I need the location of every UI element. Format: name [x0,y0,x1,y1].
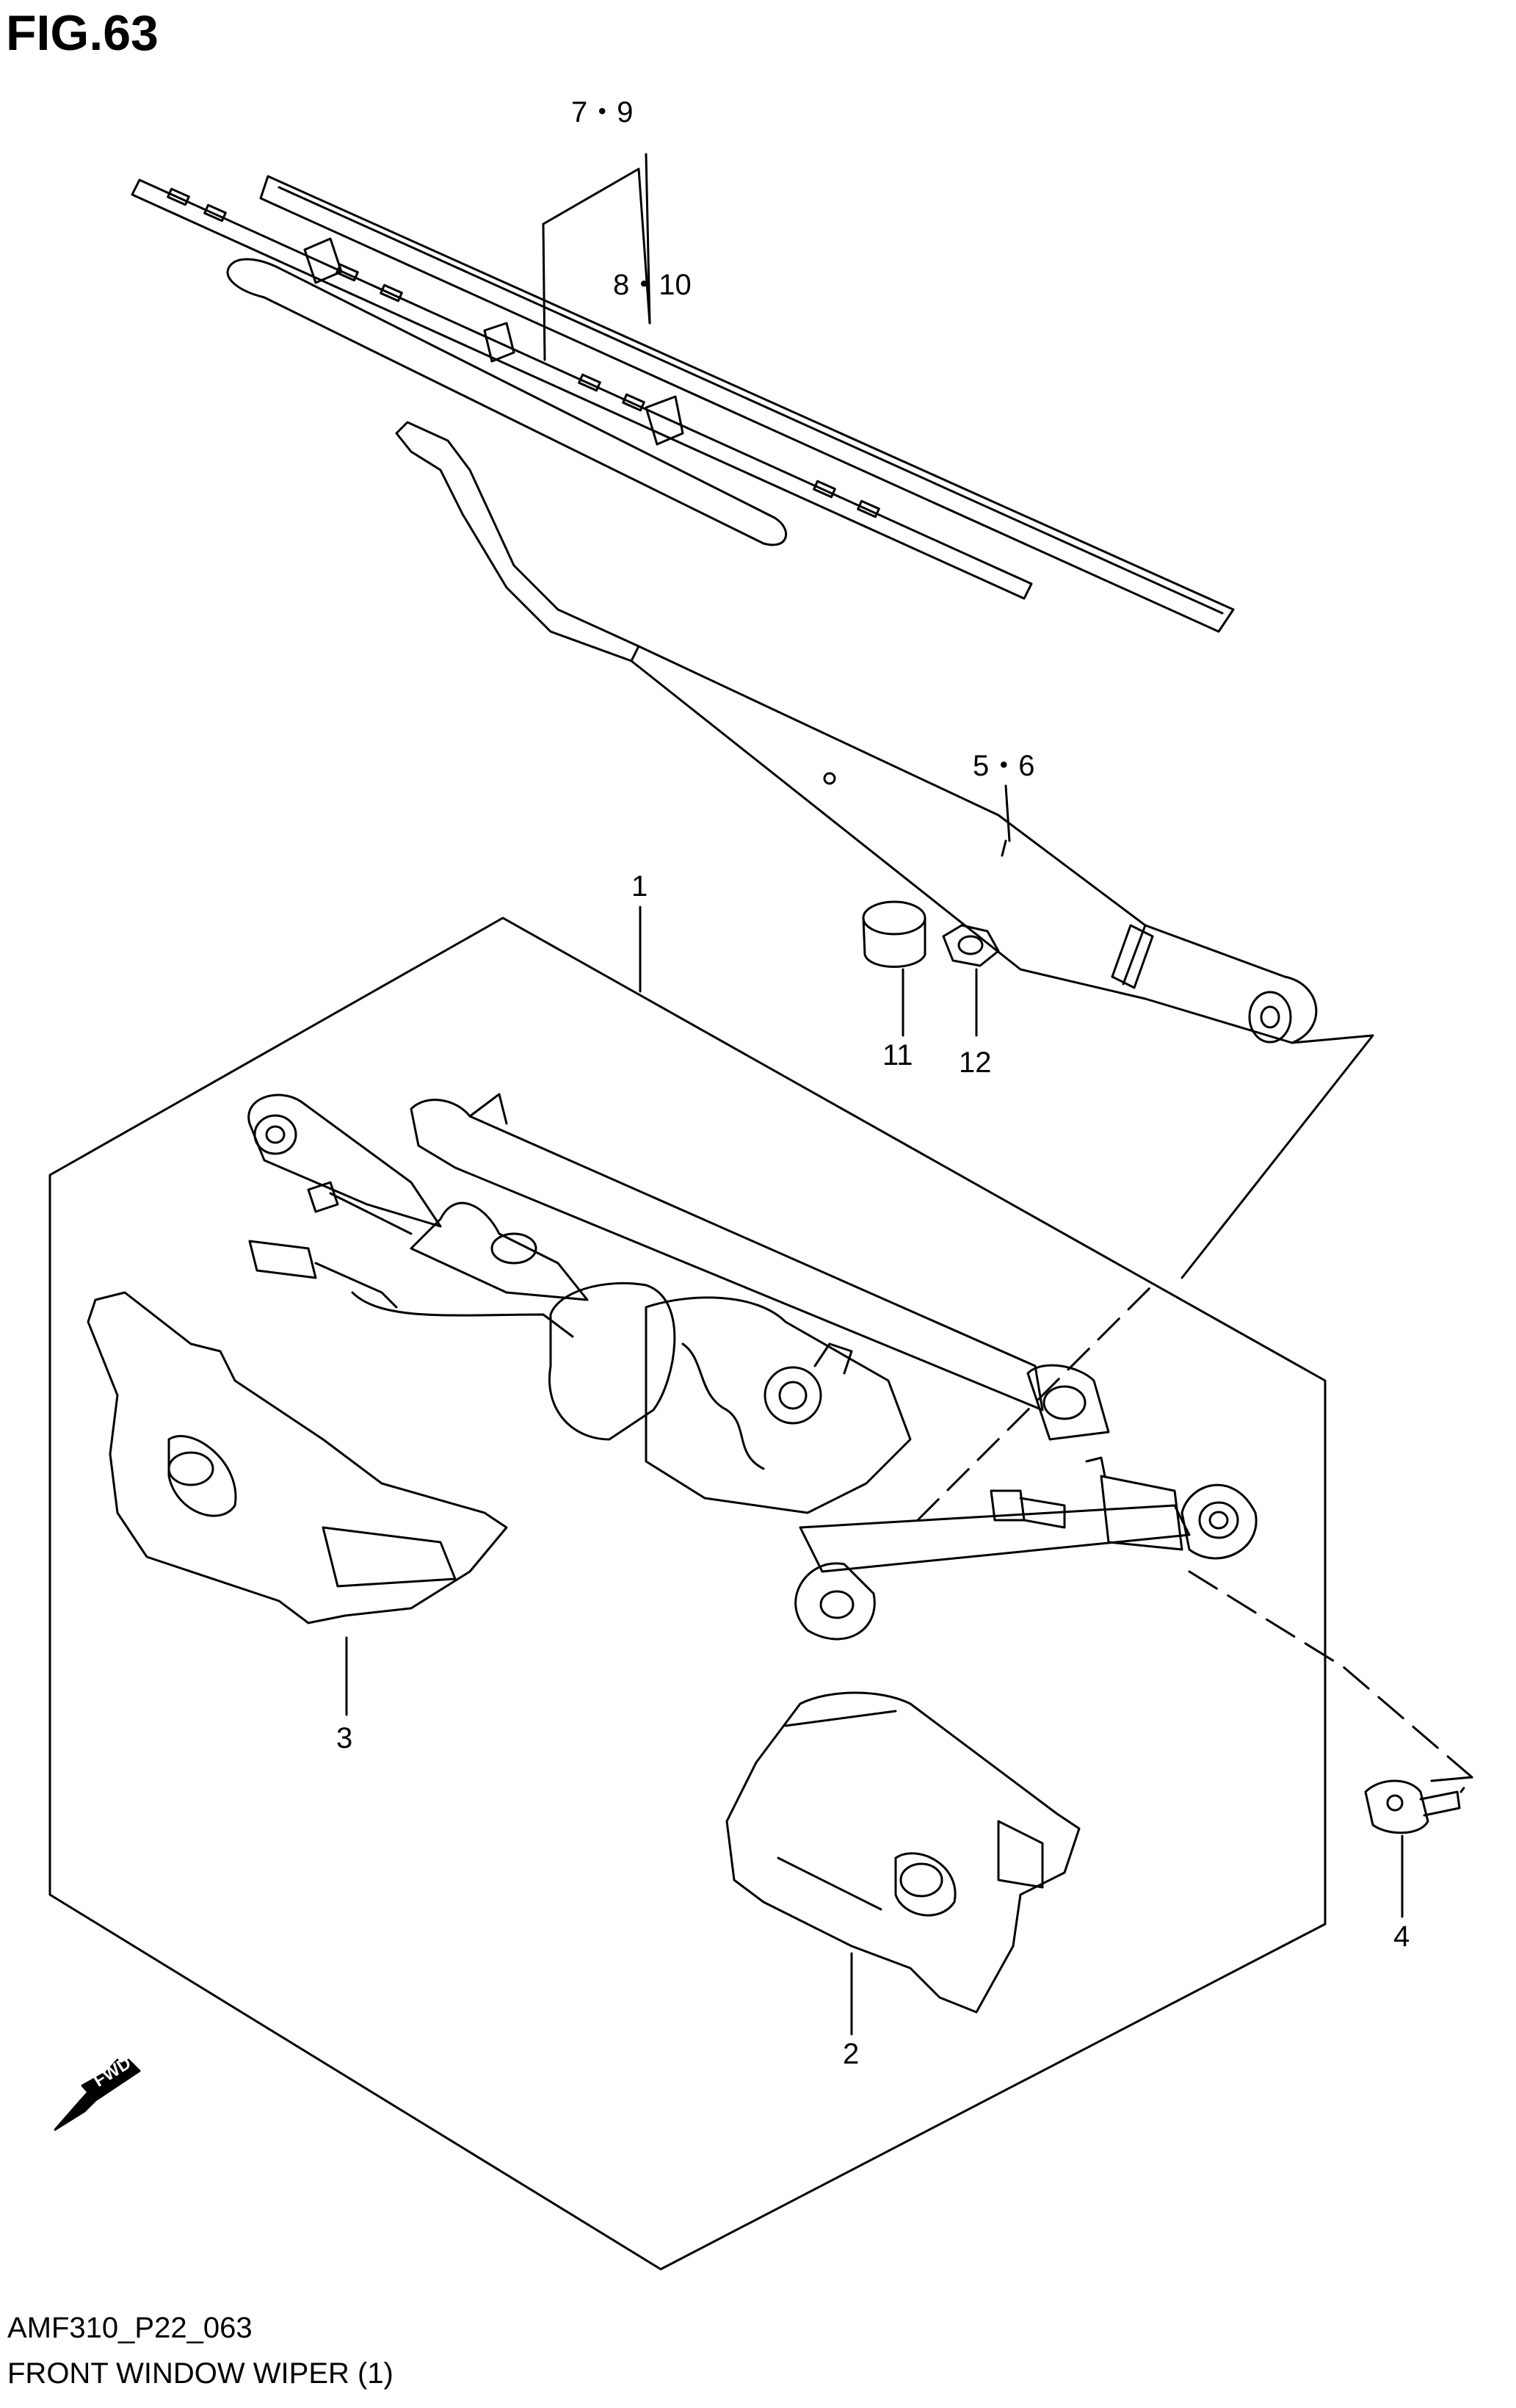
callout-2: 2 [843,2038,860,2070]
linkage-motor-part [247,1093,1258,1641]
assembly-outline [48,916,1327,2271]
nut-part [942,924,1000,967]
wiper-blade-part [131,175,1235,633]
figure-title: FIG.63 [6,5,159,61]
callout-1: 1 [631,870,648,903]
callout-3: 3 [336,1722,353,1754]
cover-right-part [725,1691,1081,2014]
fwd-arrow-icon [54,2058,141,2131]
cover-left-part [87,1291,508,1624]
callout-11: 11 [882,1039,913,1071]
callout-8-10: 8・10 [613,269,692,301]
footer-caption: FRONT WINDOW WIPER (1) [7,2357,393,2390]
bolt-part [1364,1779,1461,1834]
callout-4: 4 [1393,1920,1410,1953]
callout-5-6: 5・6 [973,750,1035,782]
wiper-arm-part [395,421,1318,1044]
footer-code: AMF310_P22_063 [7,2312,253,2344]
callout-12: 12 [959,1046,992,1079]
leader-lines [345,153,1473,2036]
cap-part [862,900,926,968]
callout-7-9: 7・9 [571,96,634,129]
